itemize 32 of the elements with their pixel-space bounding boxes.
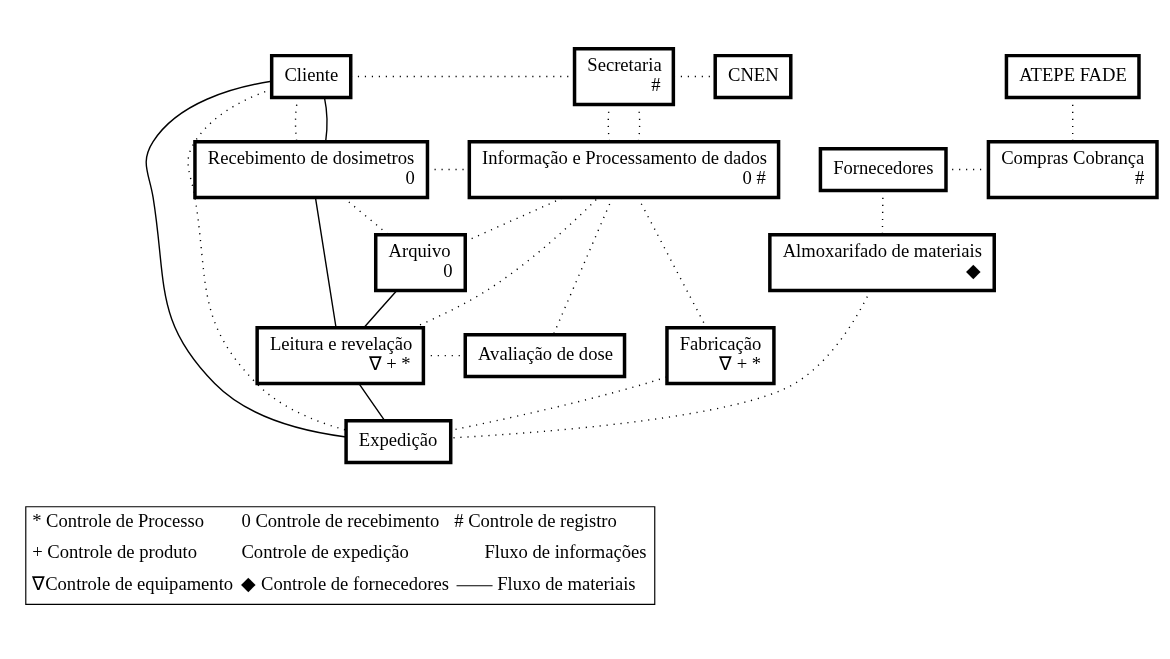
label: # Controle de registro (454, 509, 617, 531)
connector (343, 196, 389, 235)
connector (363, 289, 398, 328)
node-box: Compras Cobrança # (986, 139, 1159, 199)
label: Controle de expedição (241, 540, 409, 562)
node-box: Fabricação ∇ + * (665, 325, 776, 385)
node-box: Almoxarifado de materiais ◆ (768, 232, 996, 292)
connector (358, 382, 386, 421)
node-box: Avaliação de dose (463, 332, 627, 378)
node-box: Cliente (269, 53, 353, 99)
node-box: Expedição (344, 418, 453, 464)
node-box: CNEN (713, 53, 793, 99)
node-box: Leitura e revelação ∇ + * (255, 325, 426, 385)
connector (323, 96, 328, 142)
label: 0 Controle de recebimento (241, 509, 440, 531)
connector (145, 80, 347, 438)
connector (314, 196, 337, 328)
label: ◆ Controle de fornecedores (241, 572, 450, 594)
legend-label: Fluxo de materiais (497, 572, 636, 594)
label: ∇Controle de equipamento (32, 572, 234, 594)
node-box: Informação e Processamento de dados 0 # (467, 139, 781, 199)
label: + Controle de produto (32, 540, 198, 562)
node-box: ATEPE FADE (1004, 53, 1141, 99)
node-box: Recebimento de dosimetros 0 (193, 139, 430, 199)
connector (464, 196, 565, 242)
connector (412, 196, 599, 328)
label: * Controle de Processo (32, 509, 205, 531)
connector (187, 88, 347, 431)
node-box: Arquivo 0 (374, 232, 467, 292)
node-box: Fornecedores (818, 146, 948, 192)
legend-label: Fluxo de informações (484, 540, 647, 562)
node-box: Secretaria # (572, 46, 676, 106)
